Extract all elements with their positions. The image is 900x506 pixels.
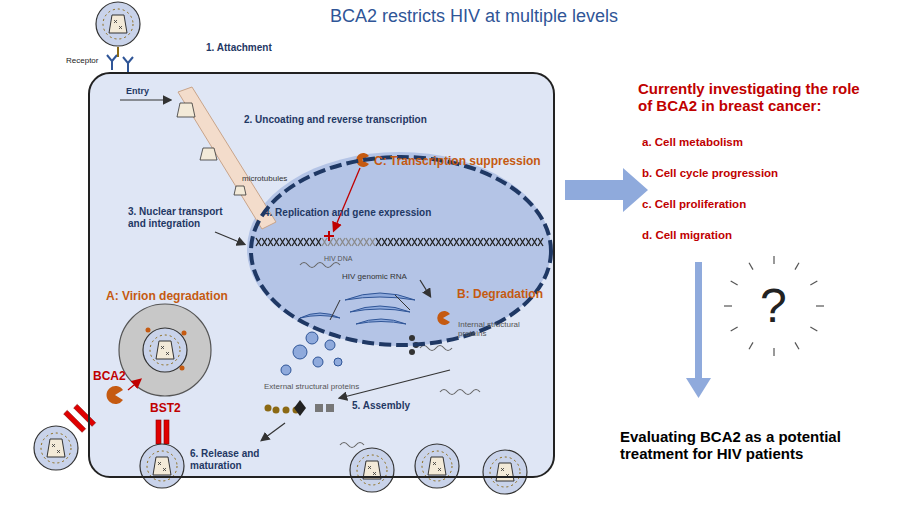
mechanism-label: B: Degradation xyxy=(457,288,543,302)
list-item: a. Cell metabolism xyxy=(642,136,743,149)
question-mark: ? xyxy=(760,278,787,333)
part-label: HIV DNA xyxy=(324,255,352,263)
mechanism-label: A: Virion degradation xyxy=(106,290,228,304)
heading: Currently investigating the role of BCA2… xyxy=(638,80,878,115)
part-label: microtubules xyxy=(242,174,287,183)
part-label: Receptor xyxy=(66,56,98,65)
step-label: 6. Release and maturation xyxy=(190,448,272,471)
part-label: HIV genomic RNA xyxy=(342,272,407,281)
step-label: 4. Replication and gene expression xyxy=(264,207,431,219)
protein-label: BST2 xyxy=(150,402,181,416)
conclusion: Evaluating BCA2 as a potential treatment… xyxy=(620,428,888,463)
cell: Entry 2. Uncoating and reverse transcript… xyxy=(88,72,555,478)
protein-label: BCA2 xyxy=(93,370,126,384)
step-label: 1. Attachment xyxy=(206,42,272,54)
step-label: 5. Assembly xyxy=(352,400,410,412)
list-item: d. Cell migration xyxy=(642,229,732,242)
step-label: Entry xyxy=(126,86,149,96)
nucleus-outline xyxy=(248,154,554,348)
list-item: b. Cell cycle progression xyxy=(642,167,778,180)
part-label: Internal structural proteins xyxy=(458,320,526,338)
part-label: External structural proteins xyxy=(264,382,359,391)
title: BCA2 restricts HIV at multiple levels xyxy=(330,6,618,27)
step-label: 2. Uncoating and reverse transcription xyxy=(244,114,427,126)
step-label: 3. Nuclear transport and integration xyxy=(128,206,224,229)
list-item: c. Cell proliferation xyxy=(642,198,746,211)
mechanism-label: C: Transcription suppression xyxy=(374,155,541,169)
nucleus: 4. Replication and gene expressionHIV DN… xyxy=(248,154,554,348)
